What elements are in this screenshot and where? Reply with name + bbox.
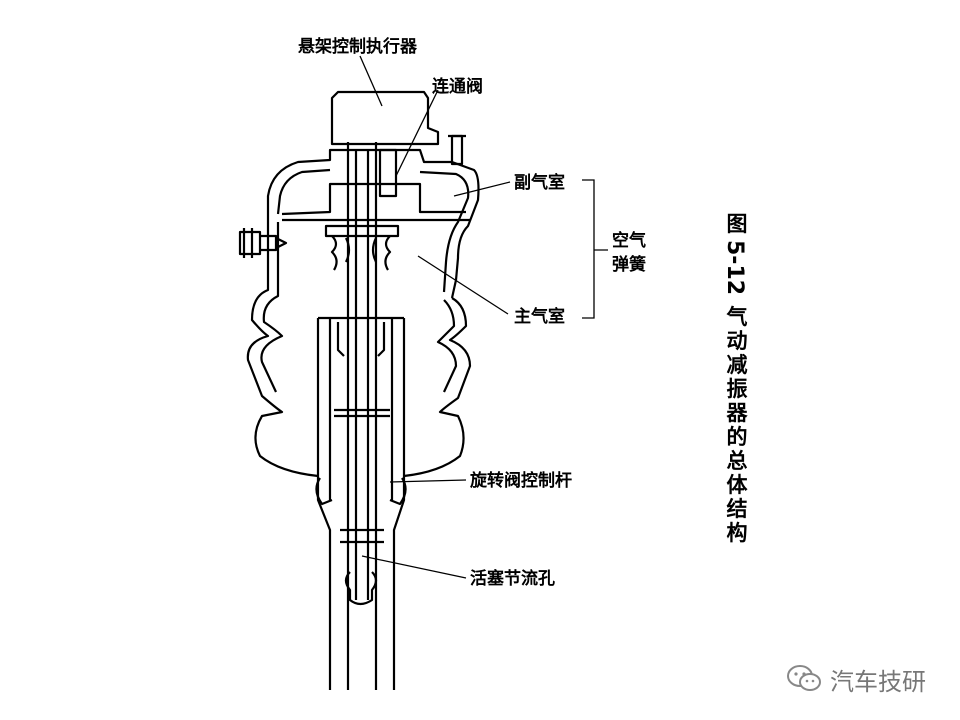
- caption-prefix: 图: [726, 212, 748, 236]
- caption-char: 振: [726, 377, 748, 402]
- label-air-spring-line1: 空气: [612, 230, 646, 251]
- label-piston-orifice: 活塞节流孔: [470, 568, 555, 589]
- connecting-valve: [378, 148, 398, 198]
- label-air-spring-line2: 弹簧: [612, 254, 646, 275]
- label-connecting-valve: 连通阀: [432, 76, 483, 97]
- actuator-body: [330, 90, 440, 146]
- figure-caption: 图 5-12 气 动 减 振 器 的 总 体 结 构: [722, 212, 752, 545]
- caption-char: 总: [726, 449, 748, 474]
- label-actuator: 悬架控制执行器: [298, 36, 418, 57]
- caption-char: 器: [726, 401, 748, 426]
- outer-cylinder: [316, 318, 406, 690]
- caption-char: 体: [726, 473, 748, 498]
- rotary-control-rod: [354, 150, 370, 600]
- upper-housing: [266, 148, 480, 299]
- piston: [344, 571, 378, 606]
- caption-char: 的: [726, 425, 748, 450]
- label-sub-chamber: 副气室: [514, 172, 565, 193]
- bellows-right: [403, 297, 472, 478]
- caption-char: 气: [726, 305, 748, 330]
- watermark: 汽车技研: [786, 662, 926, 696]
- caption-char: 构: [726, 521, 748, 546]
- watermark-text: 汽车技研: [830, 667, 926, 696]
- label-rotary-rod: 旋转阀控制杆: [469, 470, 572, 491]
- wechat-icon: [787, 665, 821, 691]
- bellows-left: [246, 220, 319, 478]
- label-main-chamber: 主气室: [514, 306, 565, 327]
- caption-char: 动: [726, 329, 748, 354]
- caption-number: 5-12: [722, 240, 747, 296]
- caption-char: 结: [726, 497, 748, 522]
- caption-char: 减: [726, 353, 748, 378]
